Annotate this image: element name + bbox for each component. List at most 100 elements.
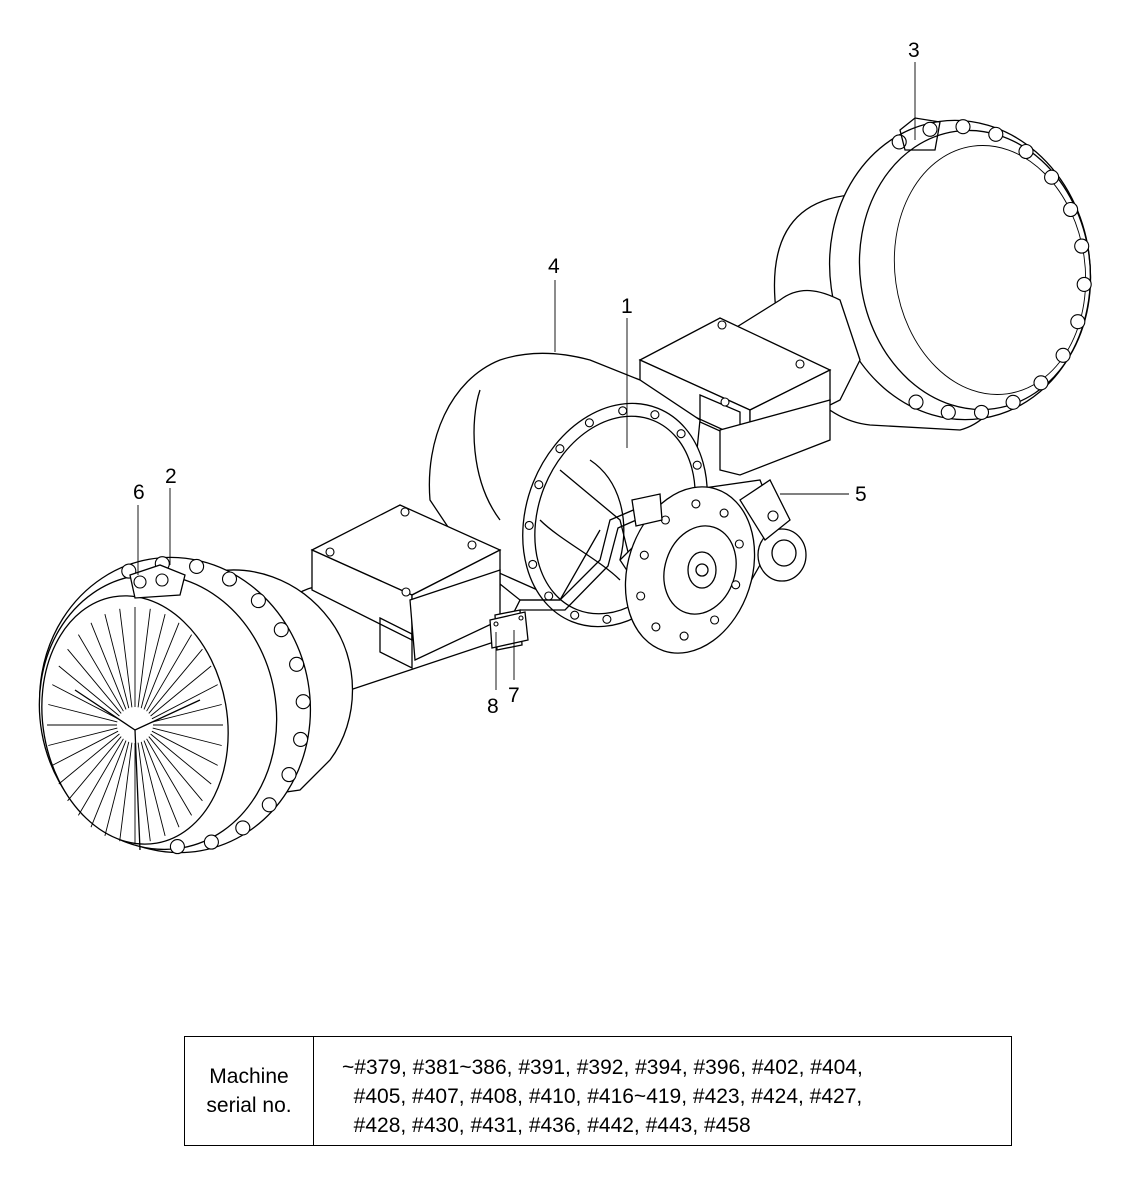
cooling-fin xyxy=(52,730,119,766)
bolt xyxy=(528,559,538,569)
cooling-fin xyxy=(137,742,151,842)
bolt xyxy=(235,820,251,836)
bolt xyxy=(1076,276,1092,292)
cooling-fin xyxy=(119,742,133,842)
bolt xyxy=(534,480,544,490)
serial-values-cell: ~#379, #381~386, #391, #392, #394, #396,… xyxy=(314,1037,1011,1145)
bolt xyxy=(273,622,289,638)
callout-5: 5 xyxy=(855,483,867,506)
cooling-fin xyxy=(152,704,222,723)
cooling-fin xyxy=(67,648,122,714)
nameplate xyxy=(489,611,529,649)
cooling-fin xyxy=(146,738,192,816)
callout-6: 6 xyxy=(133,481,145,504)
bolt xyxy=(973,404,990,420)
bolt xyxy=(602,614,612,624)
callout-7: 7 xyxy=(508,684,520,707)
bolt xyxy=(1005,394,1021,410)
bolt xyxy=(584,418,594,428)
bolt xyxy=(1033,375,1049,391)
cooling-fin xyxy=(148,736,203,802)
bolt xyxy=(618,406,628,416)
bolt xyxy=(1063,201,1079,218)
bolt xyxy=(731,580,741,590)
bolt xyxy=(940,404,956,420)
bolt xyxy=(636,591,646,601)
pinion-flange xyxy=(619,479,807,654)
bolt xyxy=(169,839,185,855)
bolt xyxy=(261,797,277,813)
cooling-fin xyxy=(137,608,151,708)
cooling-fin xyxy=(150,665,212,717)
bolt xyxy=(679,631,689,641)
bolt xyxy=(524,520,534,530)
cooling-fin xyxy=(104,613,130,709)
bolt xyxy=(221,571,238,587)
cooling-fin xyxy=(78,634,124,712)
bolt xyxy=(1044,169,1060,185)
bolt xyxy=(676,429,686,439)
bolt xyxy=(1018,143,1034,160)
cooling-fin xyxy=(140,613,166,709)
bolt xyxy=(692,460,702,470)
cooling-fin xyxy=(58,665,120,717)
left-wheel-hub xyxy=(38,556,354,855)
cooling-fin xyxy=(48,704,118,723)
bolt xyxy=(651,622,661,632)
cooling-fin xyxy=(104,741,130,837)
bolt xyxy=(203,834,219,850)
bolt xyxy=(650,410,660,420)
cooling-fin xyxy=(146,634,192,712)
bolt xyxy=(691,499,701,509)
bolt xyxy=(544,591,554,601)
cooling-fin xyxy=(140,741,166,837)
cooling-fin xyxy=(119,608,133,708)
cooling-fin xyxy=(151,684,218,720)
axle-assembly-drawing: 3 4 1 5 2 6 8 7 xyxy=(38,39,1092,855)
bolt xyxy=(719,508,729,518)
callout-4: 4 xyxy=(548,255,560,278)
cooling-fin xyxy=(143,622,180,710)
breather-tube xyxy=(520,493,663,611)
bolt xyxy=(710,615,720,625)
bolt xyxy=(250,593,266,609)
leader-lines xyxy=(137,62,916,690)
callout-3: 3 xyxy=(908,39,920,62)
cooling-fin xyxy=(152,727,222,746)
callout-2: 2 xyxy=(165,465,177,488)
bolt xyxy=(293,731,309,747)
serial-label-line1: Machine xyxy=(209,1065,289,1088)
cooling-fin xyxy=(143,740,180,828)
cooling-fin xyxy=(67,736,122,802)
cooling-fin xyxy=(52,684,119,720)
callout-8: 8 xyxy=(487,695,499,718)
bolt xyxy=(1074,238,1090,254)
bolt xyxy=(570,610,580,620)
right-axle-tube xyxy=(638,289,861,476)
left-axle-tube xyxy=(289,504,523,691)
cooling-fin xyxy=(90,622,127,710)
bolt xyxy=(1055,347,1071,363)
bolt xyxy=(908,394,924,410)
bolt xyxy=(922,121,938,137)
cooling-fin xyxy=(148,648,203,714)
serial-values-line: #428, #430, #431, #436, #442, #443, #458 xyxy=(342,1114,751,1137)
serial-values-line: ~#379, #381~386, #391, #392, #394, #396,… xyxy=(342,1056,863,1079)
bolt xyxy=(281,767,297,783)
cooling-fin xyxy=(151,730,218,766)
bolt xyxy=(988,126,1004,142)
callout-1: 1 xyxy=(621,295,633,318)
cooling-fin xyxy=(150,733,212,785)
serial-values-line: #405, #407, #408, #410, #416~419, #423, … xyxy=(342,1085,863,1108)
bolt xyxy=(734,539,744,549)
bolt xyxy=(555,444,565,454)
bolt xyxy=(639,550,649,560)
cooling-fin xyxy=(78,738,124,816)
bolt xyxy=(1070,314,1086,330)
bolt xyxy=(295,694,311,710)
serial-label-line2: serial no. xyxy=(206,1094,292,1117)
cooling-fin xyxy=(48,727,118,746)
cooling-fin xyxy=(90,740,127,828)
serial-label-cell: Machine serial no. xyxy=(185,1037,314,1145)
machine-serial-table: Machine serial no. ~#379, #381~386, #391… xyxy=(184,1036,1012,1146)
